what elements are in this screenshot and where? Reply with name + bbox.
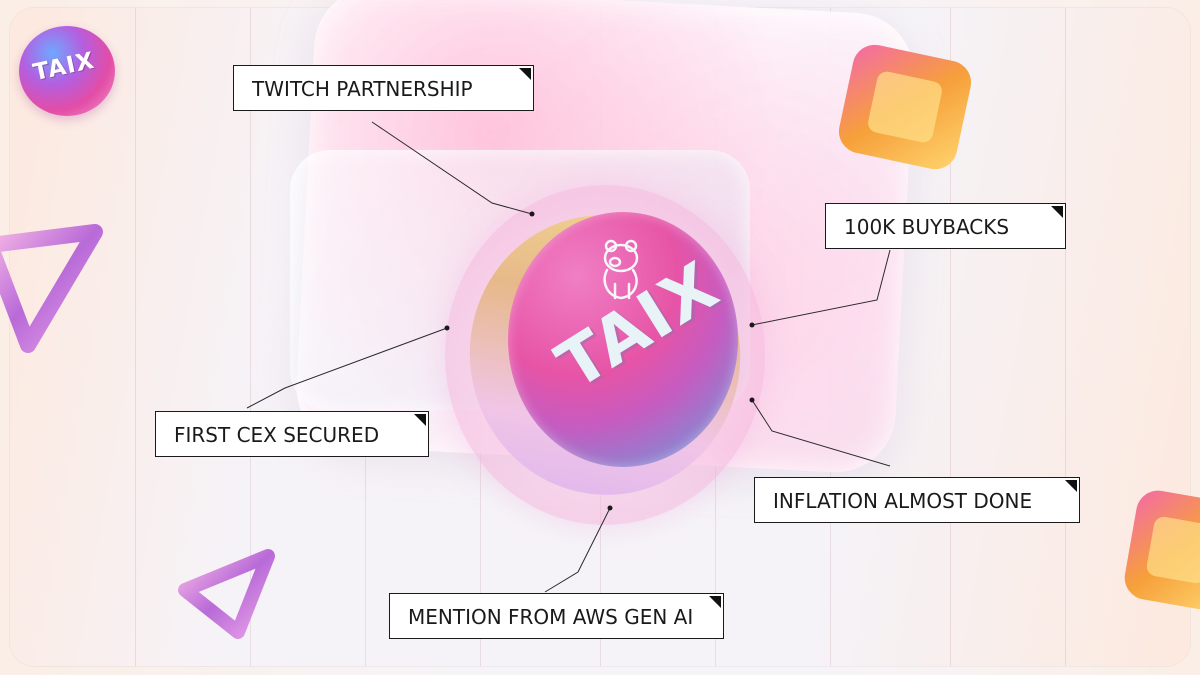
connector-dot bbox=[749, 397, 755, 403]
corner-marker bbox=[414, 414, 426, 426]
triangle-shape-left bbox=[0, 224, 103, 353]
grid-line bbox=[1065, 8, 1066, 666]
connector-inflation bbox=[751, 399, 891, 467]
corner-marker bbox=[1065, 480, 1077, 492]
corner-marker bbox=[1051, 206, 1063, 218]
callout-label: INFLATION ALMOST DONE bbox=[773, 489, 1033, 513]
connector-dot bbox=[607, 505, 613, 511]
callout-label: TWITCH PARTNERSHIP bbox=[252, 77, 473, 101]
connector-dot bbox=[749, 322, 755, 328]
connector-twitch bbox=[371, 121, 533, 215]
taix-badge-logo: TAIX bbox=[19, 26, 115, 116]
callout-twitch-partnership: TWITCH PARTNERSHIP bbox=[233, 65, 534, 111]
callout-aws-mention: MENTION FROM AWS GEN AI bbox=[389, 593, 724, 639]
grid-line bbox=[135, 8, 136, 666]
grid-line bbox=[250, 8, 251, 666]
connector-buybacks bbox=[751, 249, 891, 326]
grid-line bbox=[950, 8, 951, 666]
connector-dot bbox=[444, 325, 450, 331]
callout-first-cex: FIRST CEX SECURED bbox=[155, 411, 429, 457]
corner-marker bbox=[709, 596, 721, 608]
callout-label: 100K BUYBACKS bbox=[844, 215, 1010, 239]
bear-icon bbox=[603, 239, 639, 300]
cube-shape-top bbox=[838, 44, 972, 170]
callout-label: MENTION FROM AWS GEN AI bbox=[408, 605, 694, 629]
callout-buybacks: 100K BUYBACKS bbox=[825, 203, 1066, 249]
callout-inflation: INFLATION ALMOST DONE bbox=[754, 477, 1080, 523]
taix-coin: TAIX bbox=[508, 212, 738, 467]
connector-cex bbox=[246, 327, 448, 409]
connector-aws bbox=[544, 507, 611, 593]
cube-shape-right bbox=[1124, 490, 1200, 610]
triangle-shape-bottom bbox=[178, 549, 275, 639]
corner-marker bbox=[519, 68, 531, 80]
callout-label: FIRST CEX SECURED bbox=[174, 423, 380, 447]
connector-dot bbox=[529, 211, 535, 217]
